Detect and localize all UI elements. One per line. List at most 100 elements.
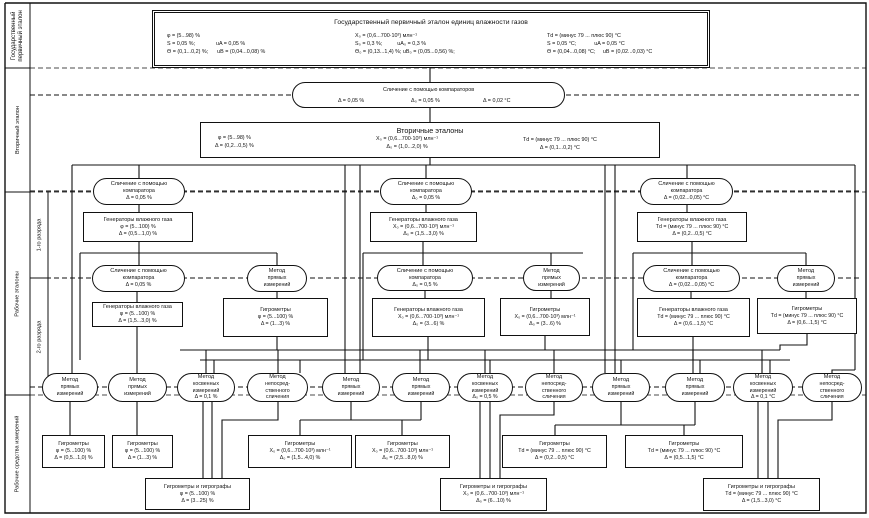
node-text: Δ = (3...25) % bbox=[181, 497, 214, 504]
node-text: Δ₀ = 0,05 % bbox=[411, 195, 441, 202]
node-text: Δ = (0,2...0,5) °C bbox=[534, 455, 575, 462]
node-text: Гигрометры bbox=[539, 441, 570, 448]
node-text: прямых bbox=[542, 274, 561, 281]
node-text: Метод bbox=[269, 373, 286, 380]
node-text: Генераторы влажного газа bbox=[659, 307, 728, 314]
node-text: φ = (5...100) % bbox=[124, 448, 161, 455]
node-text: сличения bbox=[265, 394, 290, 401]
node-text: Δ = (0,5...1,5) °C bbox=[664, 455, 704, 462]
node-text: Метод bbox=[543, 267, 560, 274]
param: Δ = (0,2...0,5) % bbox=[215, 142, 254, 149]
node-text: измерений bbox=[681, 391, 709, 398]
node-text: измерений bbox=[56, 391, 84, 398]
node-text: Сличение с помощью bbox=[396, 267, 454, 274]
param: X₀ = (0,6...700·10³) млн⁻¹ bbox=[376, 136, 439, 142]
node-text: Δ₀ = 0,5 % bbox=[412, 281, 438, 288]
node-text: Гигрометры bbox=[529, 306, 561, 313]
node-text: измерений bbox=[124, 391, 151, 398]
node-text: ственного bbox=[819, 387, 845, 394]
node-text: Метод bbox=[268, 268, 286, 275]
node-text: прямых bbox=[341, 384, 361, 391]
param: Δ₀ = (1,0...2,0) % bbox=[386, 143, 428, 150]
node-text: Метод bbox=[197, 373, 215, 380]
node-text: Δ = (1...3) % bbox=[127, 455, 158, 462]
node-text: Δ = (0,2...0,5) °C bbox=[672, 230, 712, 237]
node-text: Генераторы влажного газа bbox=[394, 307, 463, 314]
node-text: X₀ = (0,6...700·10³) млн⁻¹ bbox=[397, 314, 460, 321]
node-text: X₀ = (0,6...700·10³) млн⁻¹ bbox=[392, 223, 455, 230]
node-text: Δ = 0,05 % bbox=[125, 282, 152, 289]
node-text: компаратора bbox=[410, 188, 442, 195]
node-text: X₀ = (0,6...700·10³) млн⁻¹ bbox=[462, 491, 525, 498]
node-text: косвенных bbox=[750, 380, 776, 387]
frame-border bbox=[4, 2, 867, 514]
secondary-standards-box: Вторичные эталоны φ = (5...98) % Δ = (0,… bbox=[200, 122, 660, 158]
comparator-oval: Сличение с помощью компараторов Δ = 0,05… bbox=[292, 82, 565, 108]
level-label-rank1: 1-го разряда bbox=[36, 218, 43, 252]
node-text: непосред- bbox=[265, 380, 290, 387]
node-text: Td = (минус 79 ... плюс 90) °C bbox=[657, 314, 730, 321]
param: Td = (минус 79 ... плюс 90) °C bbox=[523, 137, 597, 143]
node-text: Δ = (1,5...3,0) °C bbox=[741, 498, 782, 505]
param: φ = (5...98) % bbox=[217, 135, 251, 141]
node-text: X₀ = (0,6...700·10³) млн⁻¹ bbox=[514, 313, 576, 320]
node-text: Сличение с помощью bbox=[658, 181, 715, 188]
node-text: прямых bbox=[611, 384, 631, 391]
primary-standard-box: Государственный первичный эталон единиц … bbox=[152, 10, 710, 68]
node-text: Сличение с помощью bbox=[663, 268, 720, 275]
node-text: компаратора bbox=[123, 188, 155, 195]
connector-line bbox=[221, 402, 279, 478]
node-text: сличения bbox=[820, 394, 844, 401]
node-text: Td = (минус 79 ... плюс 90) °C bbox=[518, 448, 591, 455]
node-text: Δ = 0,1 °C bbox=[750, 394, 776, 401]
connector-line bbox=[831, 369, 855, 373]
node-text: X₀ = (0,6...700·10³) млн⁻¹ bbox=[371, 448, 434, 455]
param: Δ = (0,1...0,2) °C bbox=[539, 144, 580, 151]
connector-line bbox=[779, 334, 808, 350]
node-text: Td = (минус 79 ... плюс 90) °C bbox=[770, 312, 844, 319]
node-text: измерений bbox=[337, 391, 365, 398]
comparator-title: Сличение с помощью компараторов bbox=[382, 87, 475, 93]
node-text: измерений bbox=[749, 387, 777, 394]
node-text: прямых bbox=[267, 275, 287, 282]
node-text: измерений bbox=[792, 282, 820, 289]
node-text: прямых bbox=[60, 384, 80, 391]
node-text: Метод bbox=[342, 377, 360, 384]
node-text: Гигрометры bbox=[284, 441, 316, 448]
node-text: Гигрометры и гигрографы bbox=[727, 484, 796, 491]
node-text: Td = (минус 79 ... плюс 90) °C bbox=[647, 448, 721, 455]
level-label-working: Рабочие эталоны bbox=[14, 270, 21, 317]
node-text: φ = (5...100) % bbox=[119, 311, 156, 318]
node-text: Δ = (0,6...1,5) °C bbox=[673, 321, 714, 328]
node-text: Метод bbox=[612, 377, 630, 384]
connector-line bbox=[499, 402, 555, 478]
node-text: Td = (минус 79 ... плюс 90) °C bbox=[725, 491, 798, 498]
node-text: Сличение с помощью bbox=[110, 181, 168, 188]
node-text: Метод bbox=[754, 373, 772, 380]
node-text: Δ₀ = (3...6) % bbox=[412, 321, 445, 328]
node-text: Гигрометры bbox=[127, 441, 158, 448]
node-text: Δ₀ = (6...10) % bbox=[476, 498, 511, 505]
node-text: измерений bbox=[263, 282, 291, 289]
primary-dewpoint-params: Td = (минус 79 ... плюс 90) °C S = 0,05 … bbox=[547, 33, 653, 55]
node-text: непосред- bbox=[819, 380, 845, 387]
node-text: Δ₀ = (1,5...3,0) % bbox=[403, 230, 444, 237]
